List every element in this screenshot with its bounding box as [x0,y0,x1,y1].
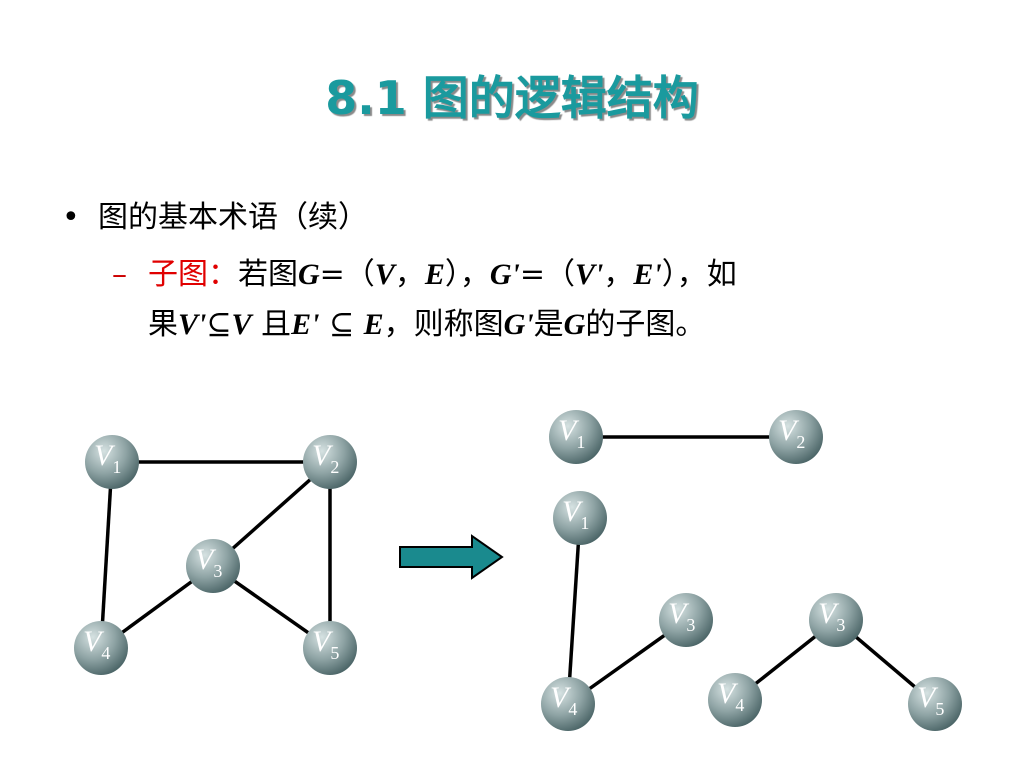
math-v: V [231,308,252,341]
vertex-circle [303,621,357,675]
vertex-circle [708,673,762,727]
vertex-circle [659,593,713,647]
def-text: 的子图。 [585,307,706,342]
graph-vertex: V4 [74,621,128,675]
term-subgraph: 子图： [148,257,238,292]
graph-vertex: V5 [303,621,357,675]
vertex-circle [809,593,863,647]
math-e-prime: E' [633,258,662,291]
graph-vertex: V5 [908,677,962,731]
math-e-prime: E' [291,308,320,341]
subseteq-symbol: ⊆ [319,307,364,342]
vertex-circle [908,677,962,731]
math-g: G [563,308,586,341]
vertex-circle [541,677,595,731]
bullet-text: 图的基本术语（续） [98,200,368,235]
vertex-label: V2 [778,414,805,452]
math-e: E [424,258,445,291]
graph-vertex: V1 [85,435,139,489]
vertex-label: V4 [83,625,110,663]
graph-edge [99,461,114,649]
graph-vertex: V1 [549,410,603,464]
subseteq-symbol: ⊆ [206,307,232,342]
def-text: =（ [319,257,375,292]
graph-vertex: V3 [186,539,240,593]
vertex-label: V5 [917,681,944,719]
graph-vertex: V2 [769,410,823,464]
def-text: 是 [533,307,564,342]
vertex-label: V1 [558,414,585,452]
math-v: V [374,258,395,291]
bullet-marker: • [62,200,80,235]
math-e: E [363,308,384,341]
def-text: 且 [251,307,292,342]
vertex-label: V4 [550,681,577,719]
vertex-label: V4 [717,677,744,715]
definition-body: 子图：若图G=（V，E），G'=（V'，E'），如果V'⊆V 且E' ⊆ E，则… [148,250,952,350]
vertex-circle [769,410,823,464]
vertex-label: V2 [312,439,339,477]
def-text: ， [394,257,425,292]
vertex-circle [186,539,240,593]
vertex-label: V1 [562,495,589,533]
vertex-label: V3 [668,597,695,635]
graph-vertex: V3 [809,593,863,647]
page-title: 8.1 图的逻辑结构 [325,71,699,125]
vertex-label: V3 [818,597,845,635]
vertex-circle [85,435,139,489]
math-g: G [298,258,320,291]
math-g-prime: G' [503,308,534,341]
def-text: ，则称图 [383,307,504,342]
def-text: ， [603,257,634,292]
graph-vertex: V4 [541,677,595,731]
math-v-prime: V' [178,308,207,341]
graph-vertex: V1 [553,491,607,545]
def-text: 果 [148,307,178,342]
math-v-prime: V' [574,258,604,291]
graph-vertex: V2 [303,435,357,489]
def-text: 如 [706,257,737,292]
math-g-prime: G' [489,258,520,291]
vertex-circle [553,491,607,545]
vertex-label: V3 [195,543,222,581]
def-text: 若图 [238,257,298,292]
graph-vertex: V3 [659,593,713,647]
graph-vertex: V4 [708,673,762,727]
def-text: ）， [661,257,707,292]
dash-marker: – [112,257,127,292]
right-arrow-icon [399,534,504,580]
def-text: =（ [519,257,575,292]
vertex-circle [549,410,603,464]
bullet-item: • 图的基本术语（续） [62,192,368,236]
vertex-label: V1 [94,439,121,477]
vertex-circle [74,621,128,675]
subgraph-definition: – 子图：若图G=（V，E），G'=（V'，E'），如果V'⊆V 且E' ⊆ E… [112,250,952,350]
vertex-circle [303,435,357,489]
graph-edge [566,517,582,705]
def-text: ）， [444,257,490,292]
vertex-label: V5 [312,625,339,663]
